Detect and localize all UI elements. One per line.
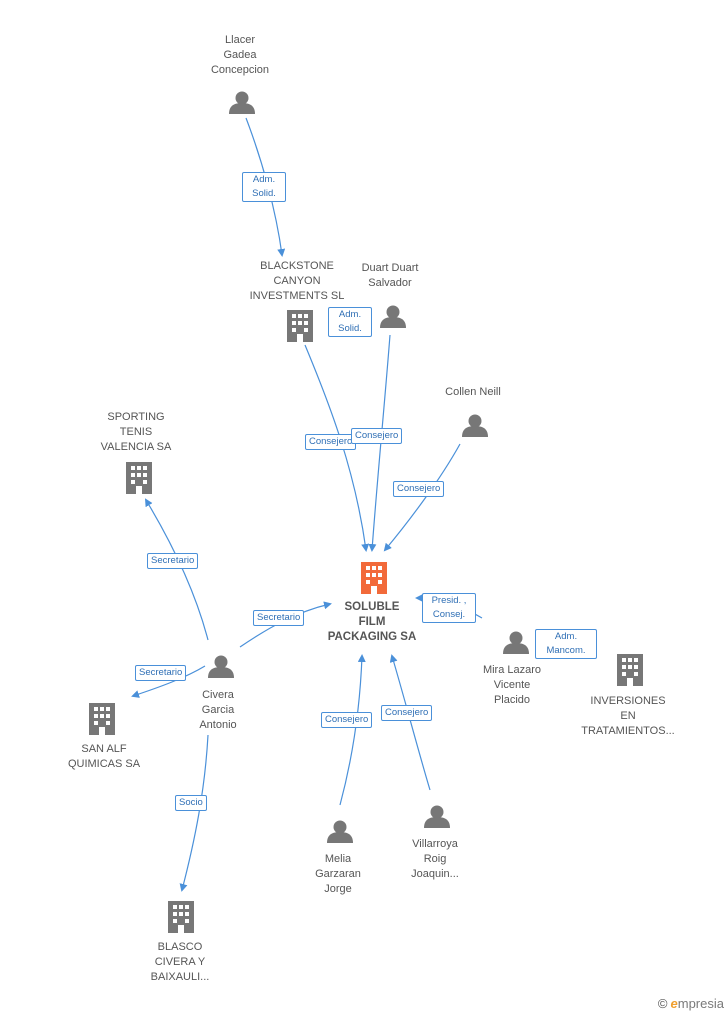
edge-villarroya-soluble [389,654,431,791]
edge-label-civera-blasco: Socio [175,795,207,811]
edge-label-civera-sanalf: Secretario [135,665,187,681]
building-icon-blackstone [287,310,313,342]
brand-name: mpresia [677,996,724,1011]
building-icon-sanalf [89,703,115,735]
person-icon-duart [380,305,406,328]
node-label-collen[interactable]: Collen Neill [445,386,501,398]
person-icon-villarroya [424,805,450,828]
edge-label-melia-soluble: Consejero [321,712,373,728]
edge-label-mira-inversiones: Adm.Mancom. [535,629,597,659]
edge-label-villarroya-soluble: Consejero [381,705,433,721]
building-icon-blasco [168,901,194,933]
edge-civera-blasco [179,734,209,892]
person-icon-collen [462,414,488,437]
building-icon-soluble [361,562,387,594]
person-icon-civera [208,655,234,678]
edge-label-civera-soluble: Secretario [253,610,305,626]
edge-civera-sanalf [131,665,206,698]
edge-label-blackstone-soluble: Consejero [305,434,357,450]
copyright-symbol: © [657,996,668,1011]
edge-label-mira-soluble: Presid. ,Consej. [422,593,476,623]
edge-collen-soluble [383,443,461,552]
edge-label-duart-soluble: Consejero [351,428,403,444]
person-icon-mira [503,631,529,654]
edge-label-collen-soluble: Consejero [393,481,445,497]
building-icon-sporting [126,462,152,494]
edge-civera-sporting [144,498,209,641]
brand-initial: e [670,996,678,1011]
building-icon-inversiones [617,654,643,686]
edge-melia-soluble [339,654,366,806]
person-icon-llacer [229,91,255,114]
edge-label-duart-blackstone: Adm.Solid. [328,307,372,337]
edge-label-civera-sporting: Secretario [147,553,199,569]
empresia-logo[interactable]: ©empresia [658,996,724,1011]
edge-label-llacer-blackstone: Adm.Solid. [242,172,286,202]
person-icon-melia [327,820,353,843]
